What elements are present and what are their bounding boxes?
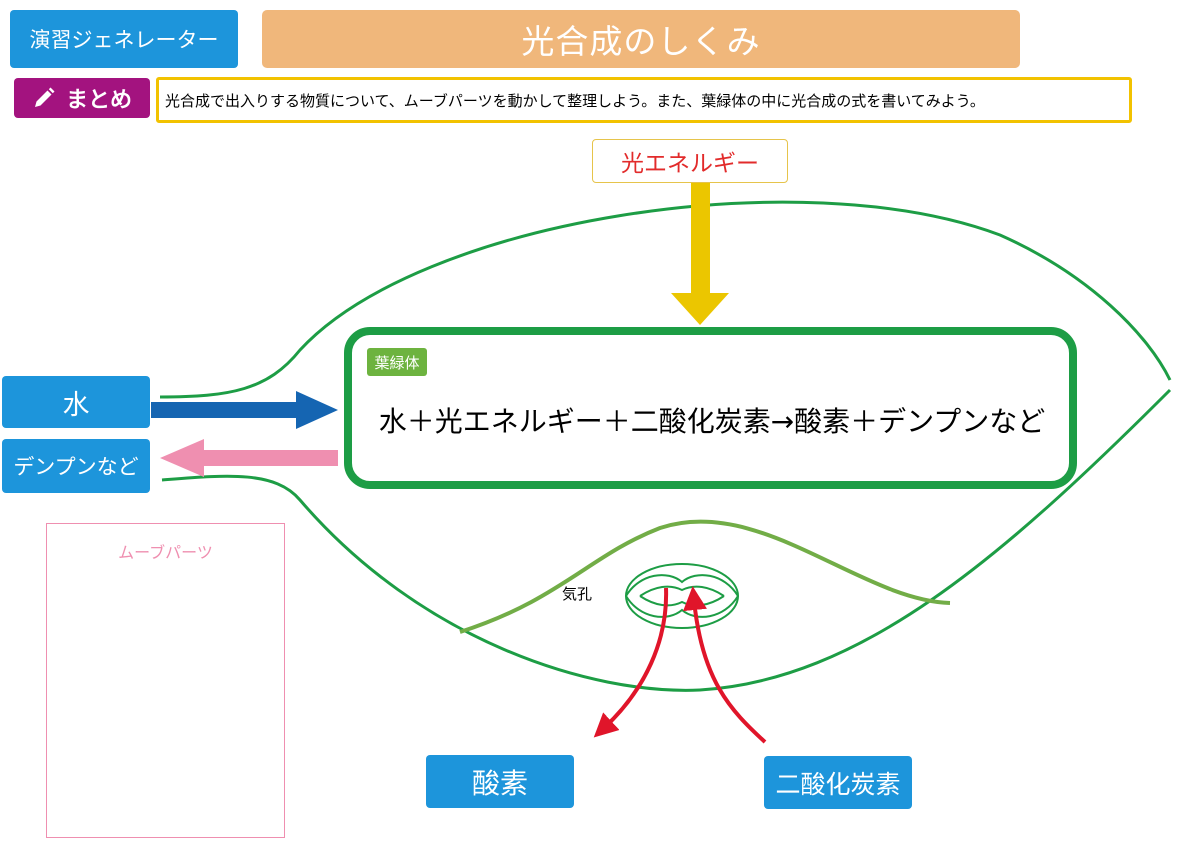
page-title: 光合成のしくみ (262, 10, 1020, 68)
leaf-outline-upper (159, 200, 1172, 399)
move-parts-title: ムーブパーツ (118, 543, 213, 562)
oxygen-button[interactable]: 酸素 (426, 755, 574, 808)
summary-instruction-box: 光合成で出入りする物質について、ムーブパーツを動かして整理しよう。また、葉緑体の… (156, 77, 1132, 123)
equation-text: 水＋光エネルギー＋二酸化炭素→酸素＋デンプンなど (378, 405, 1046, 438)
carbon-dioxide-label: 二酸化炭素 (775, 769, 901, 799)
oxygen-label: 酸素 (471, 766, 528, 800)
stoma-label: 気孔 (562, 585, 593, 603)
starch-arrow (160, 439, 338, 477)
move-parts-panel[interactable]: ムーブパーツ (46, 523, 285, 838)
starch-button[interactable]: デンプンなど (2, 439, 150, 493)
stoma-icon (625, 563, 739, 629)
app-generator-label: 演習ジェネレーター (29, 28, 219, 52)
starch-label: デンプンなど (13, 455, 139, 479)
oxygen-arrow (593, 587, 669, 738)
summary-badge-label: まとめ (65, 88, 132, 113)
water-button[interactable]: 水 (2, 376, 150, 428)
app-generator-button[interactable]: 演習ジェネレーター (10, 10, 238, 68)
summary-instruction-text: 光合成で出入りする物質について、ムーブパーツを動かして整理しよう。また、葉緑体の… (165, 91, 985, 110)
water-label: 水 (62, 389, 90, 421)
light-energy-text: 光エネルギー (621, 151, 759, 177)
light-energy-arrow (671, 181, 729, 325)
page-title-text: 光合成のしくみ (521, 22, 761, 61)
carbon-dioxide-arrow (683, 586, 767, 744)
photosynthesis-equation: 水＋光エネルギー＋二酸化炭素→酸素＋デンプンなど (358, 398, 1066, 442)
chloroplast-tag-text: 葉緑体 (374, 353, 420, 372)
chloroplast-tag: 葉緑体 (367, 348, 427, 376)
chloroplast-box (344, 327, 1077, 489)
pencil-icon (34, 87, 55, 107)
water-arrow (151, 391, 338, 429)
light-energy-label: 光エネルギー (592, 139, 788, 183)
leaf-outline-lower (161, 388, 1172, 692)
leaf-vein (459, 519, 951, 634)
summary-badge: まとめ (14, 78, 150, 118)
carbon-dioxide-button[interactable]: 二酸化炭素 (764, 756, 912, 809)
